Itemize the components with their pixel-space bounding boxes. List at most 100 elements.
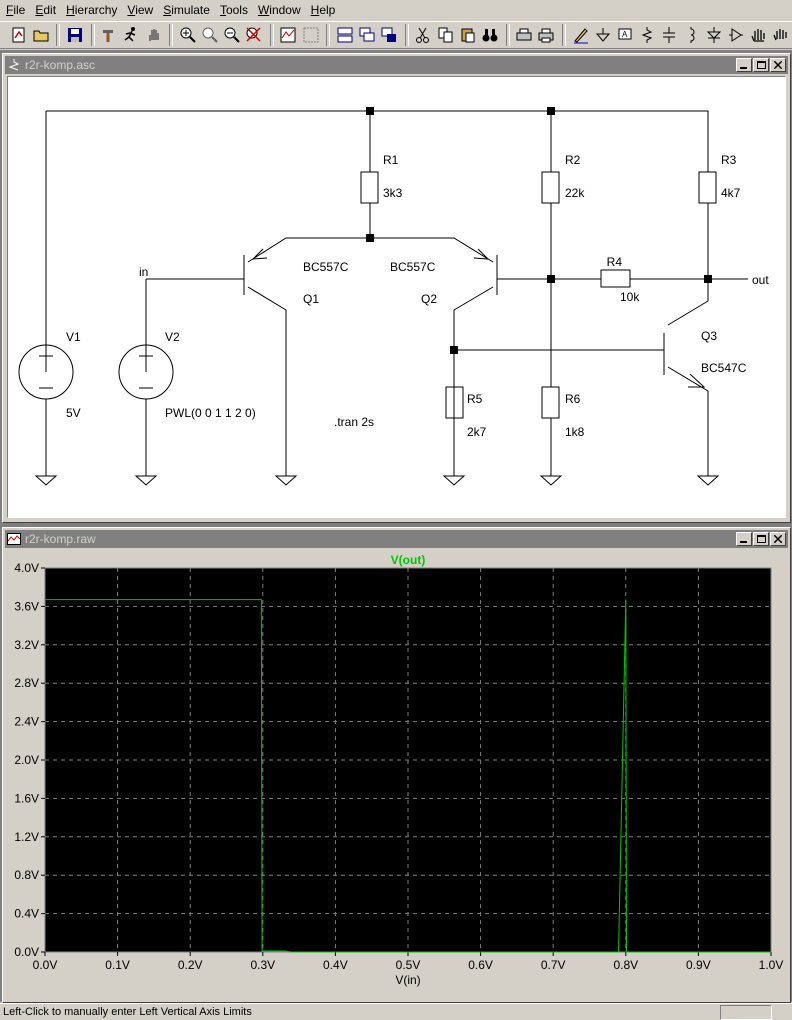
copy-icon[interactable] [435, 24, 456, 46]
autorange-plot-icon[interactable] [278, 24, 299, 46]
cut-scissors-icon[interactable] [413, 24, 434, 46]
tile-horizontal-icon[interactable] [334, 24, 355, 46]
x-tick-label: 0.8V [613, 958, 638, 972]
maximize-button[interactable] [753, 532, 769, 546]
diode-icon[interactable] [703, 24, 724, 46]
q2-model: BC557C [390, 260, 436, 274]
y-tick-label: 1.6V [14, 791, 39, 805]
label-net-icon[interactable]: A [614, 24, 635, 46]
net-label-out: out [752, 273, 769, 287]
menu-file[interactable]: File [6, 3, 26, 17]
menu-hierarchy[interactable]: Hierarchy [66, 3, 118, 17]
schematic-window-title: r2r-komp.asc [25, 58, 96, 72]
q1-model: BC557C [303, 260, 349, 274]
open-folder-icon[interactable] [30, 24, 51, 46]
tile-vertical-icon[interactable] [379, 24, 400, 46]
r4-name: R4 [607, 255, 623, 269]
r4-value: 10k [620, 290, 640, 304]
zoom-fit-icon[interactable] [244, 24, 265, 46]
x-tick-label: 0.4V [323, 958, 348, 972]
pan-hand-icon[interactable] [143, 24, 164, 46]
q3-model: BC547C [701, 361, 747, 375]
waveform-titlebar[interactable]: r2r-komp.raw [5, 530, 788, 548]
control-panel-hammer-icon[interactable] [99, 24, 120, 46]
schematic-canvas[interactable]: R1 3k3 R2 22k R3 4k7 R4 10k R5 2k7 R6 1k… [7, 76, 786, 518]
inductor-icon[interactable] [681, 24, 702, 46]
save-icon[interactable] [64, 24, 85, 46]
y-tick-label: 0.4V [14, 907, 39, 921]
x-tick-label: 0.0V [33, 958, 58, 972]
waveform-window-title: r2r-komp.raw [25, 532, 96, 546]
run-simulation-icon[interactable] [121, 24, 142, 46]
trace-v-out [45, 599, 771, 953]
component-icon[interactable] [726, 24, 747, 46]
y-tick-label: 0.8V [14, 868, 39, 882]
new-schematic-icon[interactable] [8, 24, 29, 46]
x-tick-label: 0.5V [396, 958, 421, 972]
toolbar: A [0, 21, 792, 49]
menu-simulate[interactable]: Simulate [163, 3, 210, 17]
zoom-area-icon[interactable] [199, 24, 220, 46]
zoom-in-icon[interactable] [177, 24, 198, 46]
v1-name: V1 [66, 330, 81, 344]
schematic-doc-icon [7, 58, 21, 72]
capacitor-icon[interactable] [659, 24, 680, 46]
v1-value: 5V [66, 406, 81, 420]
x-tick-label: 1.0V [759, 958, 784, 972]
q2-name: Q2 [421, 292, 437, 306]
paste-icon[interactable] [457, 24, 478, 46]
minimize-button[interactable] [736, 58, 752, 72]
r5-value: 2k7 [467, 425, 487, 439]
grid-icon[interactable] [300, 24, 321, 46]
print-icon[interactable] [536, 24, 557, 46]
r1-name: R1 [383, 153, 399, 167]
x-tick-label: 0.2V [178, 958, 203, 972]
r6-name: R6 [565, 392, 581, 406]
svg-text:A: A [622, 30, 628, 39]
menu-view[interactable]: View [127, 3, 154, 17]
v2-name: V2 [165, 330, 180, 344]
x-tick-label: 0.7V [541, 958, 566, 972]
cascade-windows-icon[interactable] [356, 24, 377, 46]
menu-tools[interactable]: Tools [219, 3, 248, 17]
q3-name: Q3 [701, 329, 717, 343]
x-tick-label: 0.9V [686, 958, 711, 972]
menu-bar: File Edit Hierarchy View Simulate Tools Window… [0, 0, 792, 20]
q1-name: Q1 [303, 292, 319, 306]
r3-name: R3 [721, 153, 737, 167]
schematic-drawing: R1 3k3 R2 22k R3 4k7 R4 10k R5 2k7 R6 1k… [18, 107, 769, 486]
print-preview-icon[interactable] [514, 24, 535, 46]
maximize-button[interactable] [753, 58, 769, 72]
find-binoculars-icon[interactable] [479, 24, 500, 46]
move-hand-icon[interactable] [748, 24, 769, 46]
menu-window[interactable]: Window [257, 3, 301, 17]
drag-hand-icon[interactable] [770, 24, 791, 46]
ground-icon[interactable] [592, 24, 613, 46]
status-text: Left-Click to manually enter Left Vertic… [3, 1006, 252, 1018]
x-tick-label: 0.6V [468, 958, 493, 972]
status-panel [720, 1004, 772, 1020]
menu-edit[interactable]: Edit [35, 3, 57, 17]
waveform-doc-icon [7, 532, 21, 546]
r6-value: 1k8 [565, 425, 585, 439]
menu-help[interactable]: Help [310, 3, 336, 17]
y-tick-label: 3.2V [14, 638, 39, 652]
y-tick-label: 1.2V [14, 830, 39, 844]
close-button[interactable] [770, 58, 786, 72]
r3-value: 4k7 [721, 186, 741, 200]
draw-wire-pencil-icon[interactable] [570, 24, 591, 46]
zoom-out-icon[interactable] [222, 24, 243, 46]
close-button[interactable] [770, 532, 786, 546]
r1-value: 3k3 [383, 186, 403, 200]
minimize-button[interactable] [736, 532, 752, 546]
schematic-window: r2r-komp.asc [2, 53, 791, 523]
r5-name: R5 [467, 392, 483, 406]
resistor-icon[interactable] [637, 24, 658, 46]
net-label-in: in [139, 265, 148, 279]
trace-title: V(out) [391, 553, 426, 567]
schematic-titlebar[interactable]: r2r-komp.asc [5, 56, 788, 74]
v2-value: PWL(0 0 1 1 2 0) [165, 406, 256, 420]
